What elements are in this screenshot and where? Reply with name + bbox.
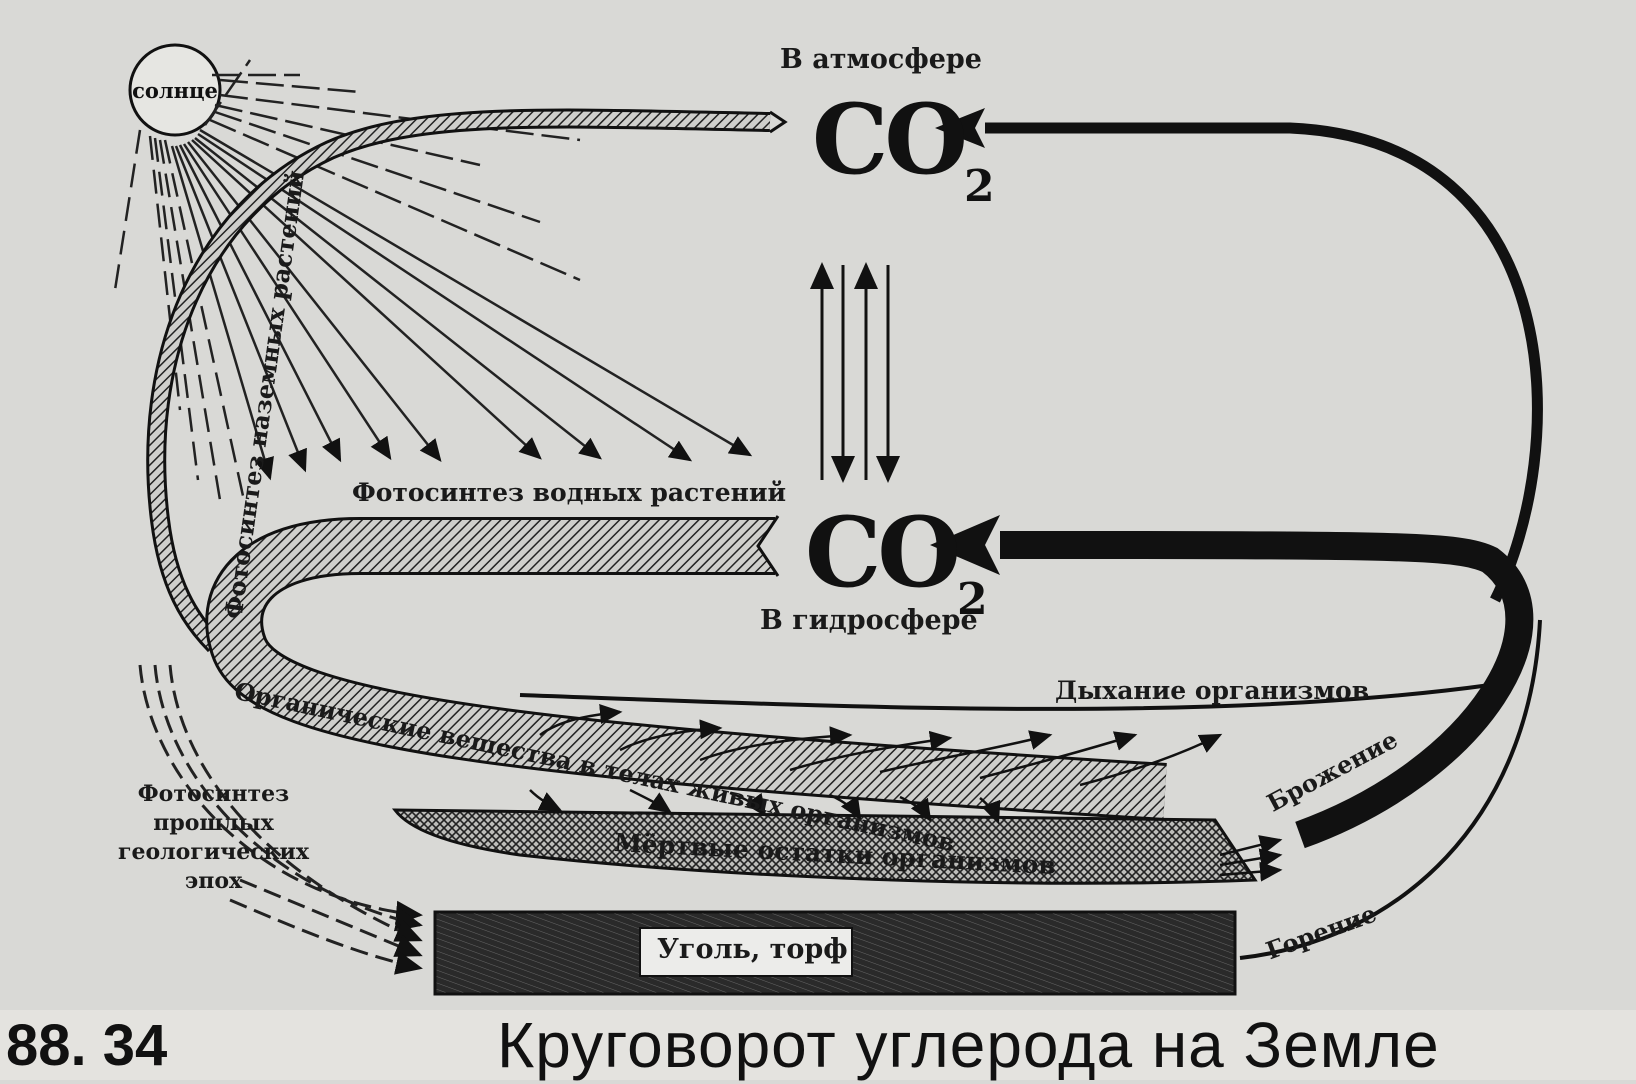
past-photosynthesis-line-2: прошлых [153, 810, 274, 836]
decay-arrows [529, 788, 1283, 882]
dead-remains-band [391, 808, 1258, 885]
co2-hydrosphere-subscript: 2 [957, 574, 988, 625]
atmosphere-label: В атмосфере [780, 44, 982, 75]
respiration-line [519, 683, 1491, 711]
past-photosynthesis-line-3: геологических [118, 839, 309, 865]
co2-atmosphere: CO2 [812, 92, 995, 209]
co2-hydrosphere: CO2 [805, 505, 988, 622]
caption-bar [0, 1010, 1636, 1080]
past-photosynthesis-line-4: эпох [184, 868, 243, 894]
return-arrow-hydrosphere [999, 531, 1534, 849]
past-photosynthesis-label: Фотосинтез прошлых геологических эпох [118, 780, 309, 896]
co2-atmosphere-text: CO [812, 83, 968, 196]
respiration-arrows [539, 704, 1223, 787]
water-photosynthesis-label: Фотосинтез водных растений [352, 478, 787, 507]
respiration-label: Дыхание организмов [1055, 676, 1370, 705]
exchange-arrows [810, 262, 900, 483]
hydrosphere-label: В гидросфере [760, 605, 978, 636]
past-photosynthesis-line-1: Фотосинтез [137, 781, 290, 807]
return-arrow-atmosphere [985, 122, 1543, 603]
coal-peat-label: Уголь, торф [657, 934, 848, 965]
past-photosynthesis-arrows [138, 664, 423, 975]
combustion-line [1239, 619, 1542, 960]
slide-number: 88. 34 [6, 1013, 168, 1078]
co2-hydrosphere-text: CO [805, 496, 961, 609]
slide-title: Круговорот углерода на Земле [497, 1009, 1440, 1081]
sun-label: солнце [132, 78, 218, 103]
co2-atmosphere-subscript: 2 [964, 161, 995, 212]
